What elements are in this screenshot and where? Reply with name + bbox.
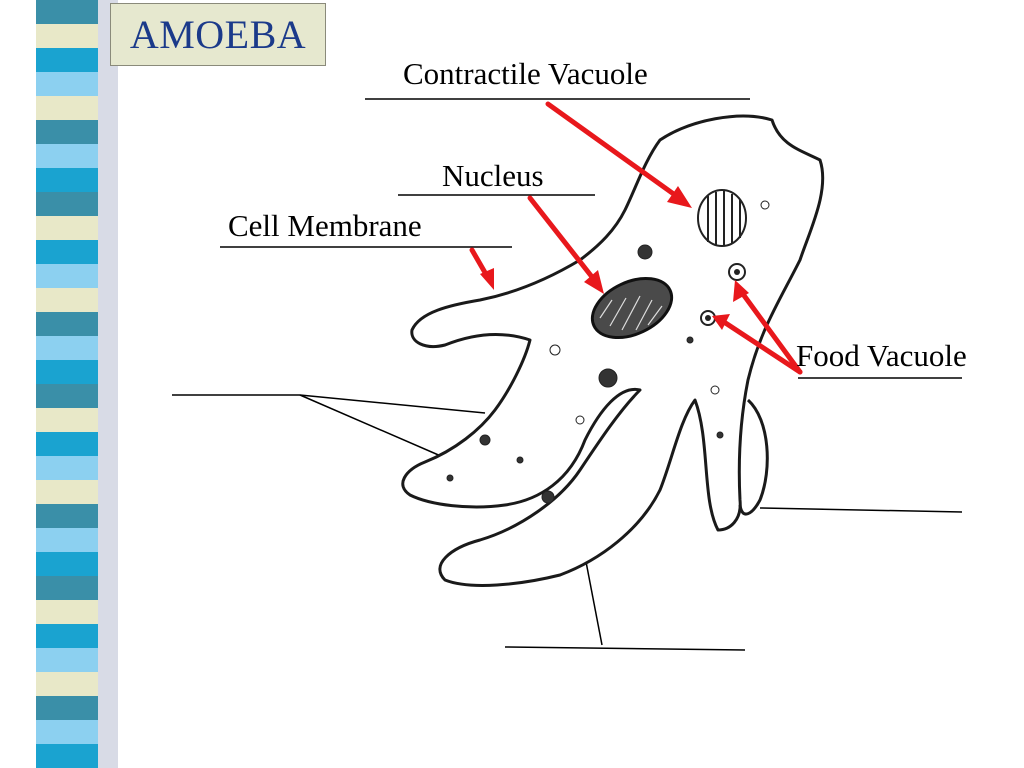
strip-segment [36, 192, 98, 217]
strip-shadow [98, 0, 118, 768]
strip-segment [36, 384, 98, 409]
strip-segment [36, 240, 98, 265]
cell-membrane-arrow-shaft [469, 247, 490, 279]
strip-segment [36, 120, 98, 145]
strip-segment [36, 216, 98, 241]
granule [716, 431, 724, 439]
strip-segment [36, 144, 98, 169]
nucleus-arrow-shaft [527, 195, 599, 285]
strip-segment [36, 360, 98, 385]
food-vacuole-1-core [734, 269, 740, 275]
food-vacuole-arrowhead-2 [712, 314, 730, 330]
label-food-vacuole: Food Vacuole [796, 338, 967, 373]
strip-segment [36, 600, 98, 625]
food-vacuole-arrowhead-1 [733, 280, 749, 302]
granule [760, 200, 770, 210]
granule [710, 385, 720, 395]
strip-segment [36, 480, 98, 505]
strip-segment [36, 168, 98, 193]
strip-segment [36, 72, 98, 97]
strip-segment [36, 552, 98, 577]
contractile-vacuole-arrow-shaft [545, 101, 685, 203]
granule [598, 368, 618, 388]
strip-segment [36, 96, 98, 121]
membrane-fold [738, 398, 769, 516]
decorative-color-strip [0, 0, 118, 768]
slide-title-box: AMOEBA [110, 3, 326, 66]
granule [541, 490, 555, 504]
strip-segment [36, 264, 98, 289]
label-contractile-vacuole: Contractile Vacuole [403, 56, 648, 91]
food-vacuole-arrow-shaft-2 [721, 319, 803, 375]
strip-segment [36, 312, 98, 337]
strip-segment [36, 672, 98, 697]
strip-segment [36, 720, 98, 745]
strip-segment [36, 432, 98, 457]
strip-segment [36, 648, 98, 673]
granule [446, 474, 454, 482]
granule [549, 344, 561, 356]
strip-segment [36, 624, 98, 649]
contractile-vacuole [697, 189, 747, 247]
food-vacuole-arrow-shaft-1 [737, 287, 803, 375]
blank-pointer-line-1 [299, 394, 451, 461]
blank-label-line-bottom [504, 646, 746, 651]
nucleus-arrowhead [584, 270, 604, 294]
strip-segment [36, 576, 98, 601]
label-cell-membrane: Cell Membrane [228, 208, 422, 243]
granule [479, 434, 491, 446]
blank-label-line-right [759, 507, 963, 513]
cell-membrane-arrowhead [480, 268, 494, 290]
slide-title: AMOEBA [129, 12, 307, 57]
strip-segment [36, 696, 98, 721]
label-nucleus: Nucleus [442, 158, 544, 193]
food-vacuole-2-core [705, 315, 711, 321]
granule [575, 415, 585, 425]
blank-pointer-line-2 [299, 394, 486, 414]
strip-segment [36, 408, 98, 433]
granule [516, 456, 524, 464]
nucleus-texture [599, 295, 663, 331]
strip-segment [36, 528, 98, 553]
strip-segment [36, 744, 98, 768]
strip-segment [36, 0, 98, 25]
strip-segment [36, 336, 98, 361]
granule [637, 244, 653, 260]
strip-segment [36, 288, 98, 313]
contractile-vacuole-arrowhead [667, 186, 692, 208]
strip-segment [36, 24, 98, 49]
strip-segment [36, 48, 98, 73]
strip-segment [36, 456, 98, 481]
granule [686, 336, 694, 344]
strip-segment [36, 504, 98, 529]
